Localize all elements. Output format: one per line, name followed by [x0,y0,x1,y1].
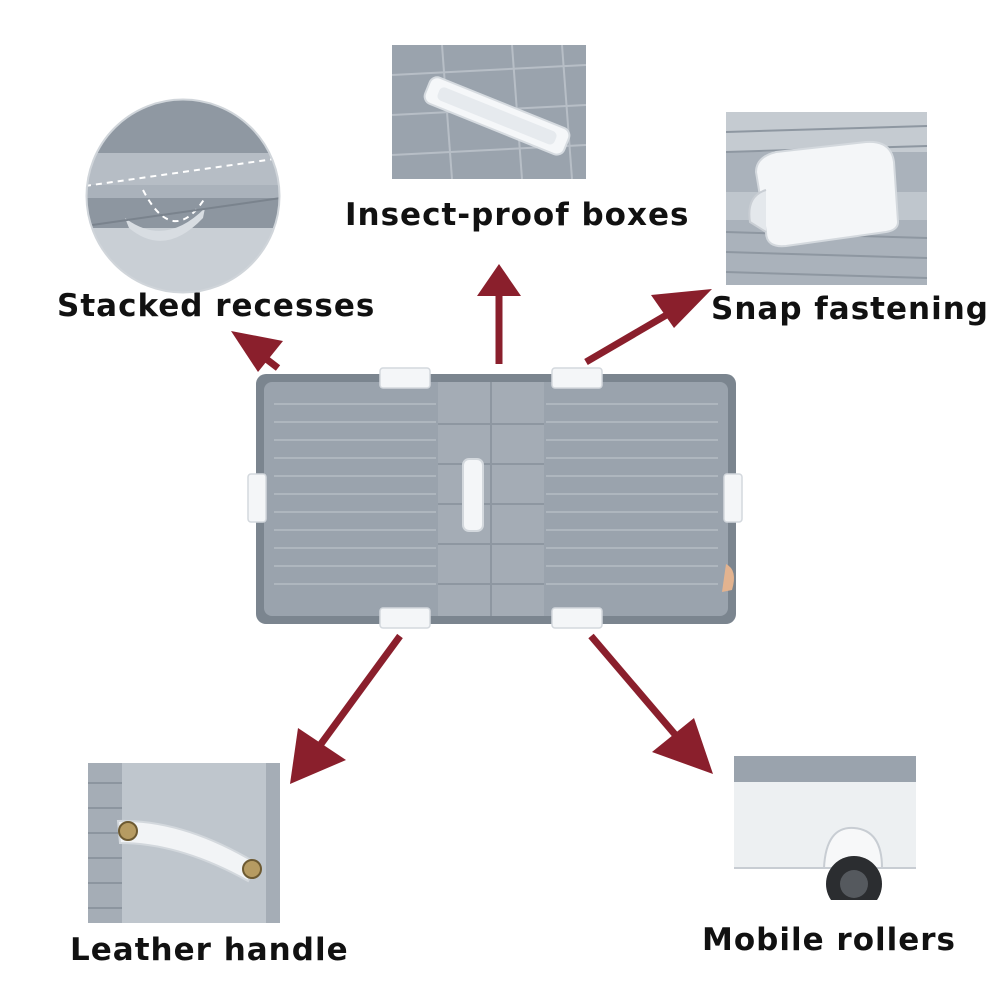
label-insect-proof-boxes: Insect-proof boxes [345,197,690,233]
snap-fastening-inset [726,112,927,285]
storage-box-top-view [246,364,744,632]
insect-proof-inset [392,45,586,179]
arrow-to-leather-handle [290,633,403,784]
stacked-recesses-inset [85,98,281,294]
arrow-to-insect-proof [477,264,521,364]
label-mobile-rollers: Mobile rollers [702,922,957,958]
arrow-to-stacked-recesses [231,331,283,372]
arrow-to-snap-fastening [584,289,712,366]
arrow-to-mobile-rollers [588,633,713,774]
leather-handle-inset [88,763,280,923]
mobile-rollers-inset [734,756,916,900]
label-leather-handle: Leather handle [70,932,349,968]
label-snap-fastening: Snap fastening [711,291,989,327]
label-stacked-recesses: Stacked recesses [57,288,376,324]
